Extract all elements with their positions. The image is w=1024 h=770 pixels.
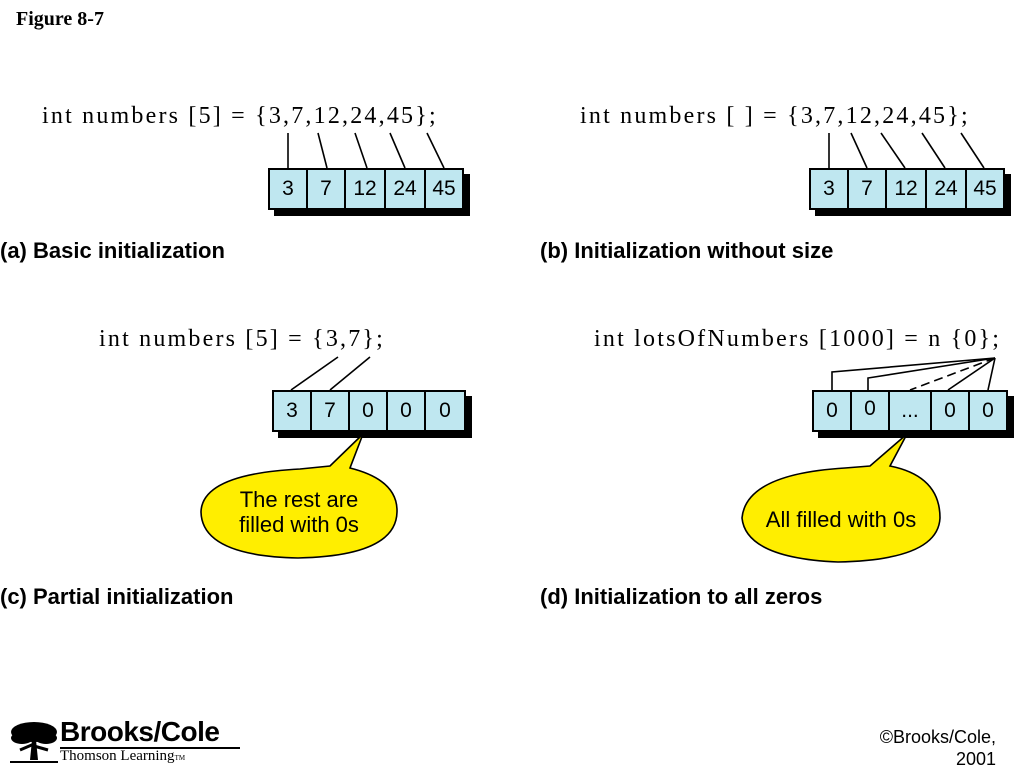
code-panel-d: int lotsOfNumbers [1000] = n {0}; — [594, 326, 1002, 352]
array-cell: 0 — [386, 390, 426, 432]
callout-text-c-line2: filled with 0s — [239, 512, 359, 537]
tree-icon — [10, 722, 58, 763]
connectors-panel-d — [831, 357, 996, 391]
brand-name: Brooks/Cole — [60, 716, 220, 747]
array-cell: 3 — [809, 168, 849, 210]
caption-panel-c: (c) Partial initialization — [0, 584, 234, 609]
connectors-panel-b — [828, 132, 985, 169]
array-cell: 0 — [424, 390, 466, 432]
array-cell: 0 — [850, 390, 890, 432]
brand-subtitle: Thomson LearningTM — [60, 748, 185, 765]
brand-trademark: TM — [174, 754, 186, 762]
array-cell: 0 — [968, 390, 1008, 432]
array-cell: 24 — [925, 168, 967, 210]
array-cell: 7 — [310, 390, 350, 432]
code-panel-c: int numbers [5] = {3,7}; — [99, 326, 386, 352]
brand-divider — [60, 747, 240, 749]
callout-bubble-c — [200, 433, 398, 559]
copyright-line2: 2001 — [955, 749, 996, 769]
connectors-panel-a — [287, 132, 445, 169]
array-panel-d: 0 0 ... 0 0 — [812, 390, 1014, 438]
array-cell: 45 — [965, 168, 1005, 210]
brand-subtitle-text: Thomson Learning — [60, 748, 175, 764]
array-cell: 12 — [885, 168, 927, 210]
copyright-line1: ©Brooks/Cole, — [879, 727, 996, 747]
array-cell: 0 — [348, 390, 388, 432]
copyright: ©Brooks/Cole, 2001 — [880, 726, 996, 770]
brooks-cole-logo: Brooks/Cole Thomson LearningTM — [10, 716, 260, 766]
caption-panel-d: (d) Initialization to all zeros — [540, 584, 823, 609]
array-panel-b: 3 7 12 24 45 — [809, 168, 1011, 216]
callout-text-c: The rest are filled with 0s — [203, 487, 395, 537]
callout-text-d: All filled with 0s — [765, 507, 917, 532]
array-cell: 0 — [930, 390, 970, 432]
figure-title: Figure 8-7 — [16, 8, 104, 30]
caption-panel-a: (a) Basic initialization — [0, 238, 225, 263]
caption-panel-b: (b) Initialization without size — [540, 238, 834, 263]
code-panel-b: int numbers [ ] = {3,7,12,24,45}; — [580, 103, 970, 129]
callout-text-c-line1: The rest are — [239, 487, 359, 512]
array-cell: 45 — [424, 168, 464, 210]
array-cell-ellipsis: ... — [888, 390, 932, 432]
callout-bubble-d — [741, 433, 941, 563]
code-panel-a: int numbers [5] = {3,7,12,24,45}; — [42, 103, 438, 129]
array-panel-c: 3 7 0 0 0 — [272, 390, 472, 438]
array-panel-a: 3 7 12 24 45 — [268, 168, 470, 216]
array-cell: 12 — [344, 168, 386, 210]
connectors-panel-c — [290, 356, 371, 391]
